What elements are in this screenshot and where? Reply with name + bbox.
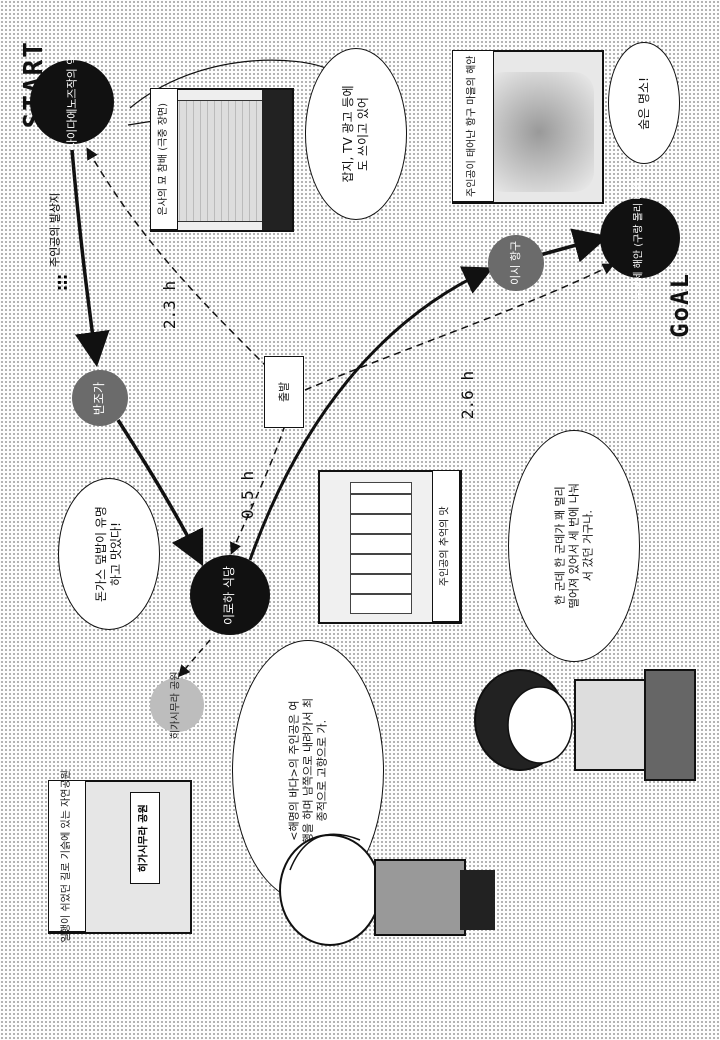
- node-park: 히가시무라 공원: [150, 671, 204, 739]
- park-sign: 히가시무라 공원: [130, 792, 160, 884]
- dashed-walk-to-goal: [304, 263, 615, 391]
- caption-coast: 주인공이 태어난 항구 마을의 해안: [452, 50, 494, 202]
- label-protagonist-home: 주인공의 발상지: [48, 192, 62, 268]
- caption-cemetery: 은사의 묘 참배 (극중 장면): [150, 88, 178, 230]
- time-label-1: 2.3 h: [160, 280, 180, 330]
- character-blond-boy: [279, 833, 495, 946]
- character-dark-haired-boy: [474, 669, 696, 781]
- walk-box: 출발: [264, 356, 304, 428]
- node-banjo: 반조가: [72, 370, 128, 426]
- bubble-tonkatsu: 돈가스 덮밥이 유명하고 맛있다!: [58, 478, 160, 630]
- route-cafeteria-to-port: [248, 266, 494, 561]
- bubble-famous: 숨은 명소!: [608, 42, 680, 164]
- caption-park: 일행이 쉬었던 길로 기슭에 있는 자연공원: [48, 770, 86, 942]
- dashed-walk-to-start: [86, 147, 269, 369]
- node-cafeteria: 이로하 식당: [190, 555, 270, 635]
- bubble-walk-talk: 한 군데 한 군데가 꽤 멀리 떨어져 있어서 세 번에 나눠서 갔던 거구나.: [508, 430, 640, 662]
- dashed-cafeteria-to-park: [178, 639, 211, 678]
- route-port-to-goal: [539, 228, 609, 263]
- node-goal: 누보세 해안 (구랑 몰리 비위): [600, 177, 680, 299]
- caption-bright: 주인공의 추억의 맛: [432, 470, 460, 622]
- node-start-station: 사이다에노즈작의 역: [30, 55, 114, 149]
- node-port: 이시 항구: [488, 235, 544, 291]
- dashed-walk-to-cafeteria: [230, 424, 286, 555]
- bubble-ads: 잡지, TV 광고 등에도 쓰이고 있어: [305, 48, 407, 220]
- time-label-3: 2.6 h: [458, 370, 478, 420]
- time-label-2: 0.5 h: [238, 470, 258, 520]
- route-banjo-to-cafeteria: [116, 419, 204, 567]
- route-start-to-banjo: [70, 149, 110, 367]
- footprints-icon: ⠿: [55, 272, 70, 296]
